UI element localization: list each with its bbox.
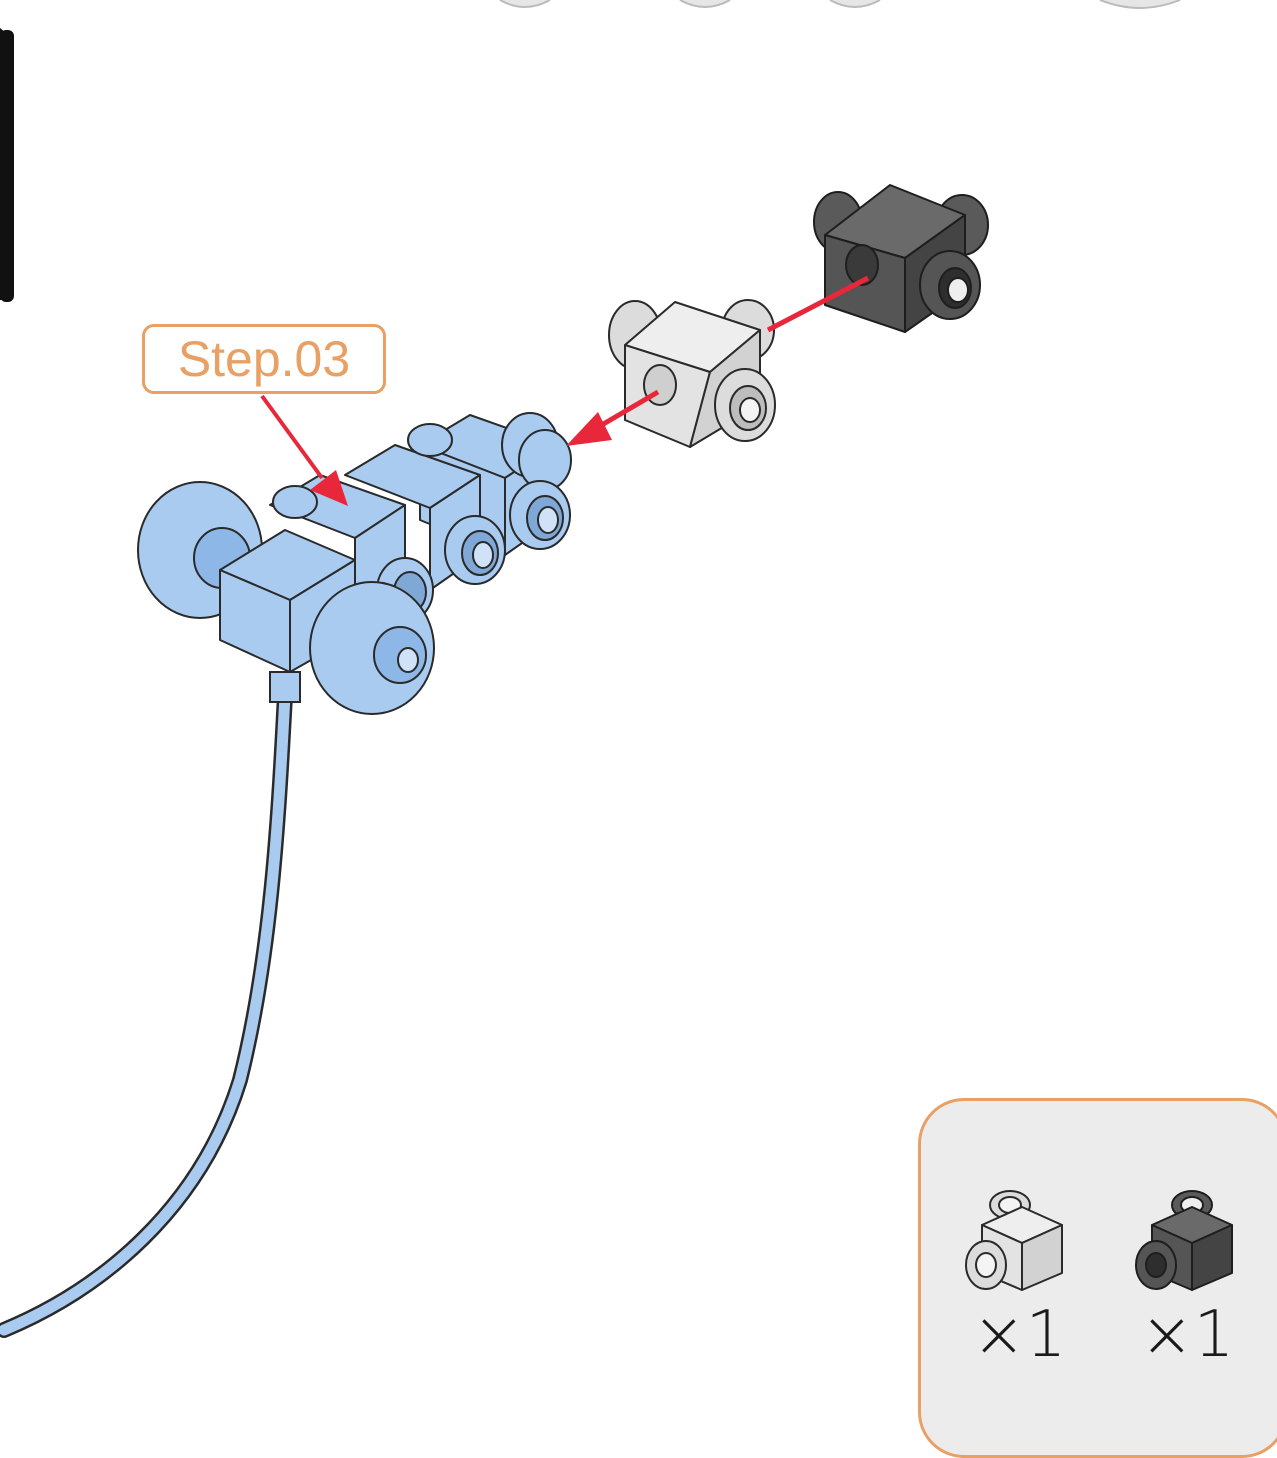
part-quantity-light-gray: ×1 <box>972 1300 1066 1370</box>
side-tab-body <box>0 30 14 302</box>
part-icon-dark-gray <box>1132 1185 1242 1300</box>
part-icon-light-gray <box>962 1185 1072 1300</box>
dark-gray-connector-exploded <box>814 185 988 332</box>
top-edge-fragments <box>500 0 1180 8</box>
blue-sensor-assembly <box>138 413 571 714</box>
light-gray-connector-exploded <box>609 300 775 447</box>
cable <box>4 672 300 1330</box>
step-label: Step.03 <box>142 324 386 394</box>
part-quantity-dark-gray: ×1 <box>1140 1300 1234 1370</box>
